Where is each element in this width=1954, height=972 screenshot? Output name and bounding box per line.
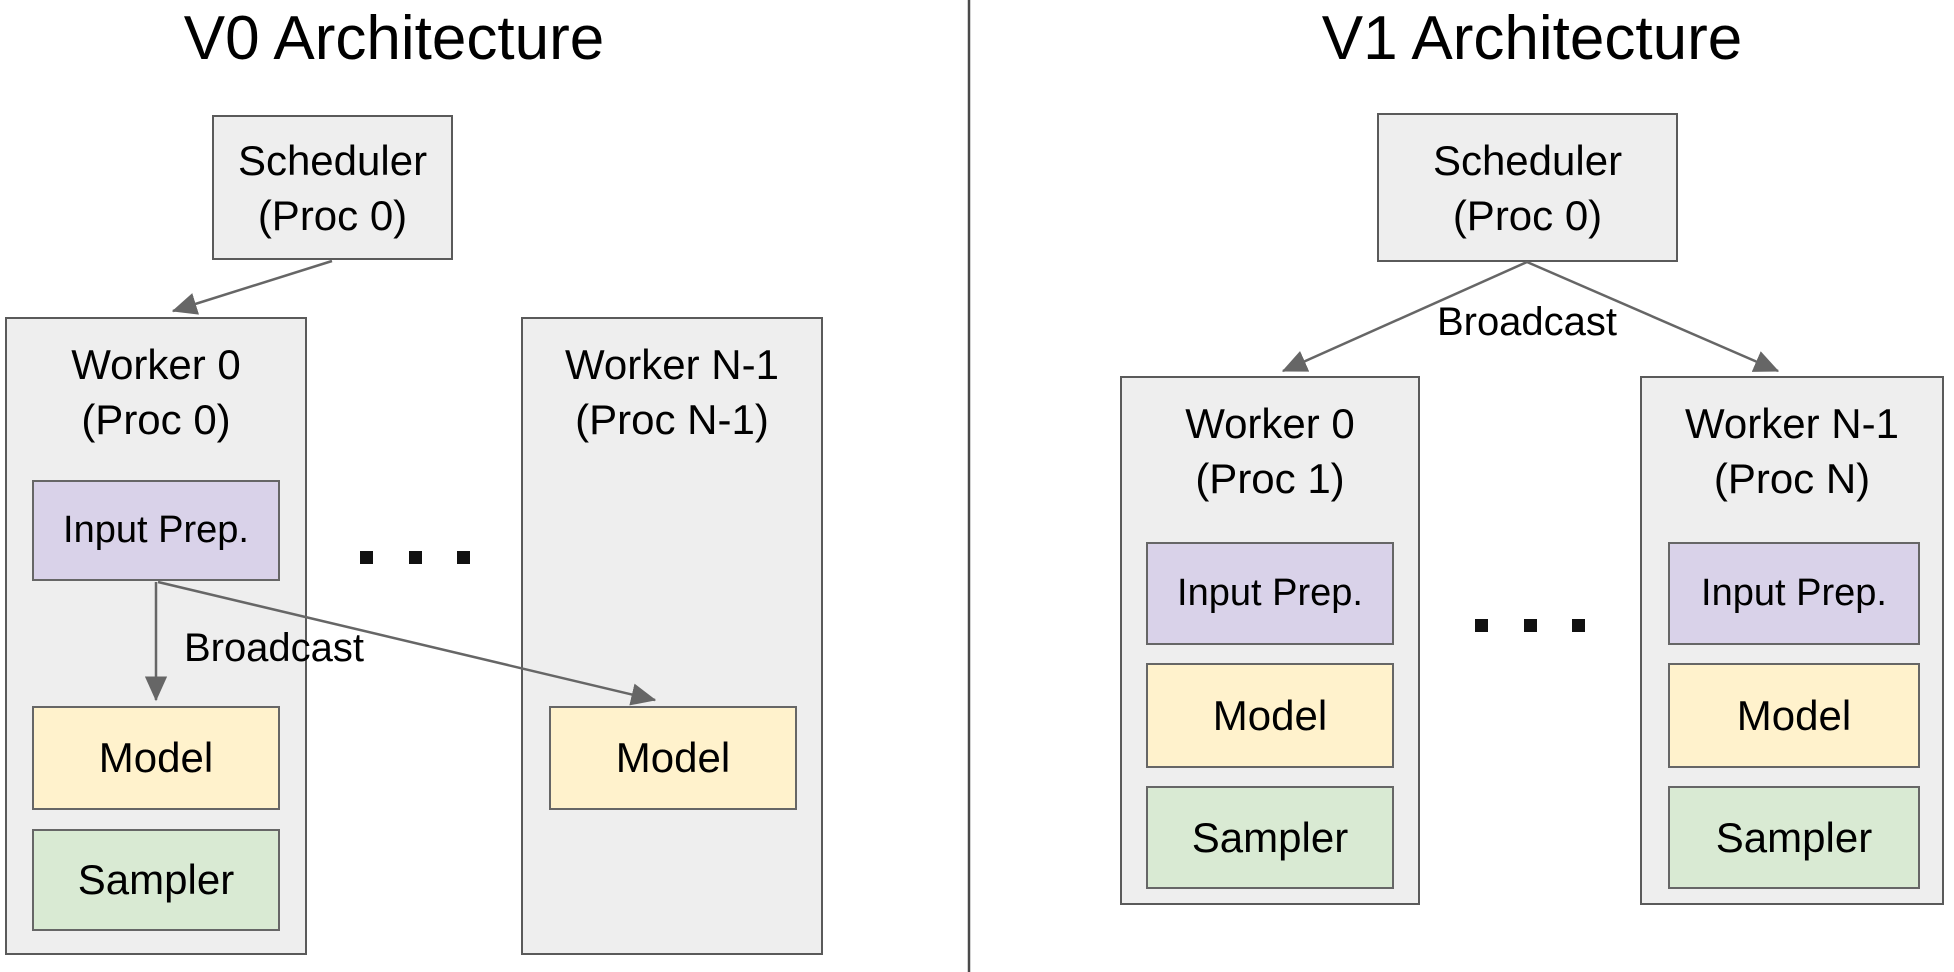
v1-ellipsis-dots	[1475, 618, 1585, 632]
v0-workerN-label-line2: (Proc N-1)	[575, 396, 769, 443]
v0-title: V0 Architecture	[183, 4, 605, 73]
v1-scheduler-label-line1: Scheduler	[1432, 136, 1623, 184]
v1-workerN-label: Worker N-1 (Proc N)	[1642, 396, 1942, 506]
v1-worker0-sampler-box: Sampler	[1146, 786, 1394, 889]
v0-worker0-sampler-box: Sampler	[32, 829, 280, 931]
v0-scheduler-label-line2: (Proc 0)	[257, 191, 408, 239]
v0-worker0-label-line2: (Proc 0)	[81, 396, 231, 443]
v1-title: V1 Architecture	[1321, 4, 1743, 73]
v1-workerN-box: Worker N-1 (Proc N) Input Prep. Model Sa…	[1640, 376, 1944, 905]
v0-worker0-label-line1: Worker 0	[71, 341, 241, 388]
dot	[457, 550, 470, 564]
v1-worker0-input-prep-box: Input Prep.	[1146, 542, 1394, 645]
v0-ellipsis-dots	[360, 550, 470, 564]
dot	[1572, 618, 1585, 632]
v0-workerN-label: Worker N-1 (Proc N-1)	[523, 337, 821, 447]
v0-workerN-box: Worker N-1 (Proc N-1) Model	[521, 317, 823, 955]
v1-worker0-label-line1: Worker 0	[1185, 400, 1355, 447]
v1-workerN-sampler-box: Sampler	[1668, 786, 1920, 889]
v1-worker0-label: Worker 0 (Proc 1)	[1122, 396, 1418, 506]
v0-broadcast-label: Broadcast	[183, 626, 365, 670]
v0-worker0-label: Worker 0 (Proc 0)	[7, 337, 305, 447]
v1-worker0-label-line2: (Proc 1)	[1195, 455, 1345, 502]
v1-worker0-model-box: Model	[1146, 663, 1394, 768]
dot	[360, 550, 373, 564]
v0-worker0-input-prep-box: Input Prep.	[32, 480, 280, 581]
v1-workerN-model-box: Model	[1668, 663, 1920, 768]
v1-scheduler-box: Scheduler (Proc 0)	[1377, 113, 1678, 262]
v0-scheduler-box: Scheduler (Proc 0)	[212, 115, 453, 260]
dot	[408, 550, 422, 564]
v1-workerN-input-prep-box: Input Prep.	[1668, 542, 1920, 645]
v1-broadcast-label: Broadcast	[1436, 300, 1618, 344]
v1-worker0-box: Worker 0 (Proc 1) Input Prep. Model Samp…	[1120, 376, 1420, 905]
dot	[1523, 618, 1537, 632]
v0-workerN-model-box: Model	[549, 706, 797, 810]
v0-arrow-scheduler-to-worker0	[171, 259, 333, 315]
v1-workerN-label-line2: (Proc N)	[1713, 455, 1871, 502]
v1-scheduler-label-line2: (Proc 0)	[1452, 191, 1603, 239]
dot	[1475, 618, 1488, 632]
v0-scheduler-label-line1: Scheduler	[237, 136, 428, 184]
v0-worker0-model-box: Model	[32, 706, 280, 810]
v0-workerN-label-line1: Worker N-1	[565, 341, 779, 388]
v1-workerN-label-line1: Worker N-1	[1685, 400, 1899, 447]
